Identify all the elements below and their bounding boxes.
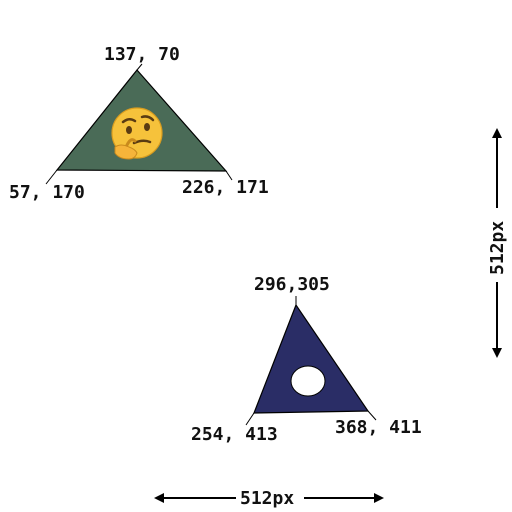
vertical-dimension-label: 512px [487, 221, 508, 275]
vertical-dimension: 512px [487, 128, 508, 358]
thinking-face-emoji-icon [111, 107, 163, 160]
green-top-tick [136, 63, 143, 71]
blue-left-tick [245, 412, 255, 426]
horizontal-dimension: 512px [154, 488, 384, 509]
blue-top-vertex-label: 296,305 [254, 274, 330, 295]
green-top-vertex-label: 137, 70 [104, 44, 180, 65]
green-right-vertex-label: 226, 171 [182, 177, 269, 198]
blue-right-vertex-label: 368, 411 [335, 417, 422, 438]
green-right-tick [225, 170, 233, 181]
green-triangle-group: 137, 70 57, 170 226, 171 [9, 44, 269, 203]
blue-right-tick [367, 410, 377, 421]
blue-left-vertex-label: 254, 413 [191, 424, 278, 445]
blue-triangle [253, 303, 370, 414]
green-left-tick [45, 169, 58, 185]
green-left-vertex-label: 57, 170 [9, 182, 85, 203]
white-circle-icon [290, 365, 326, 397]
blue-triangle-group: 296,305 254, 413 368, 411 [191, 274, 422, 445]
horizontal-dimension-label: 512px [240, 488, 294, 509]
